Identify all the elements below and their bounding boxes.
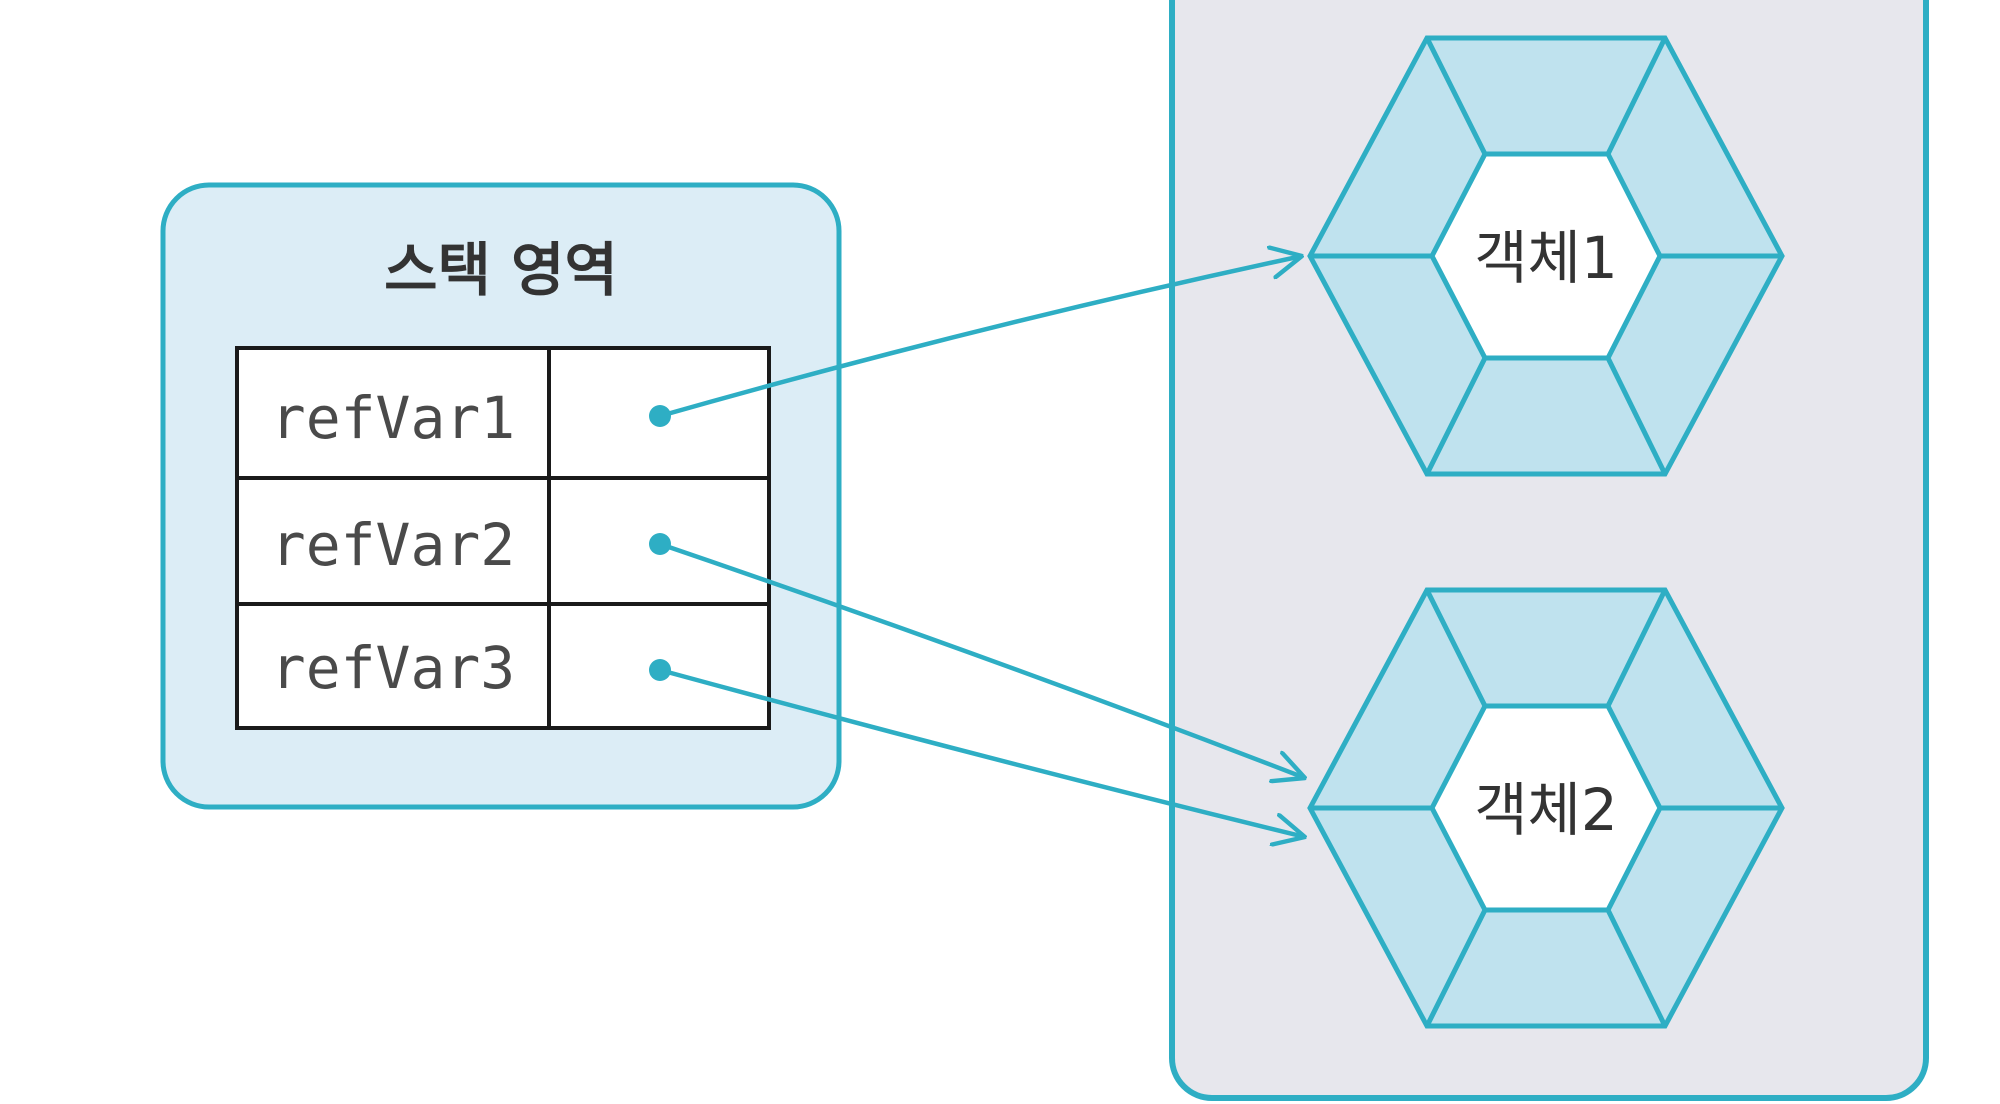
variable-table: refVar1 refVar2 refVar3 — [235, 346, 771, 730]
heap-object-2: 객체2 — [1307, 587, 1785, 1029]
reference-arrow-refvar1 — [659, 256, 1302, 419]
heap-object-1-label: 객체1 — [1474, 224, 1618, 292]
stack-title: 스택 영역 — [384, 236, 618, 304]
reference-arrow-refvar2 — [659, 541, 1305, 778]
variable-name-refvar1: refVar1 — [271, 384, 515, 452]
heap-object-2-label: 객체2 — [1474, 776, 1618, 844]
variable-name-refvar2: refVar2 — [271, 511, 515, 579]
reference-arrow-refvar3 — [659, 667, 1305, 837]
variable-name-refvar3: refVar3 — [271, 634, 515, 702]
heap-object-1: 객체1 — [1307, 35, 1785, 477]
